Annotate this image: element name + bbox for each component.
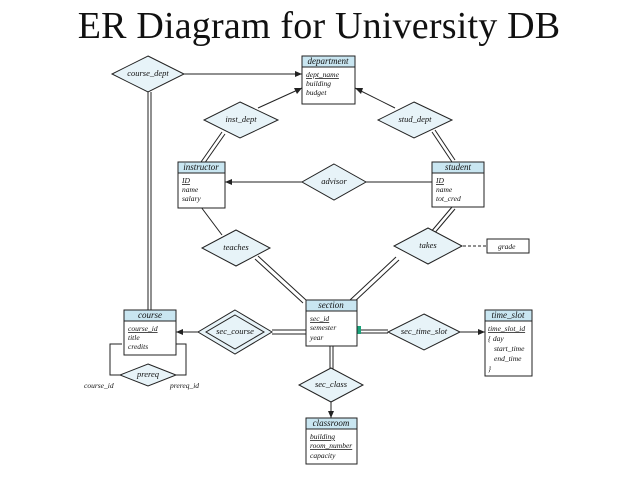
rel-takes: takes bbox=[392, 227, 464, 265]
page-title: ER Diagram for University DB bbox=[77, 5, 561, 47]
attr-title: title bbox=[128, 333, 140, 342]
arrowhead bbox=[176, 329, 183, 335]
attr-dept-name: dept_name bbox=[306, 70, 340, 79]
arrowhead bbox=[328, 411, 334, 418]
entity-student: student ID name tot_cred bbox=[431, 161, 485, 208]
attr-sec-id: sec_id bbox=[310, 314, 329, 323]
attr-instructor-id: ID bbox=[181, 176, 190, 185]
rel-course-dept-label: course_dept bbox=[127, 68, 169, 78]
marker-square bbox=[355, 326, 361, 334]
attr-capacity: capacity bbox=[310, 451, 336, 460]
line-inst-dept-instructor-1 bbox=[200, 131, 223, 163]
attr-start-time: start_time bbox=[494, 344, 525, 353]
line-takes-student-2 bbox=[432, 208, 456, 236]
attr-building: building bbox=[306, 79, 331, 88]
arrowhead bbox=[295, 71, 302, 77]
arrowhead bbox=[225, 179, 232, 185]
attribute-grade: grade bbox=[486, 238, 530, 254]
line-teaches-section-1 bbox=[257, 255, 307, 301]
line-takes-section-2 bbox=[352, 259, 400, 304]
arrowhead bbox=[478, 329, 485, 335]
rel-stud-dept: stud_dept bbox=[376, 101, 454, 139]
rel-sec-course: sec_course bbox=[197, 309, 273, 355]
entity-student-title: student bbox=[445, 162, 471, 172]
line-inst-dept-instructor-2 bbox=[203, 133, 226, 165]
rel-sec-class: sec_class bbox=[297, 367, 365, 403]
arrowhead bbox=[294, 88, 302, 94]
attr-student-id: ID bbox=[435, 176, 444, 185]
arrowhead bbox=[355, 88, 363, 94]
role-label-course-id: course_id bbox=[84, 381, 114, 390]
attr-semester: semester bbox=[310, 323, 336, 332]
entity-course: course course_id title credits bbox=[123, 309, 177, 356]
entity-course-title: course bbox=[138, 310, 162, 320]
rel-stud-dept-label: stud_dept bbox=[398, 114, 432, 124]
attr-year: year bbox=[309, 333, 323, 342]
rel-prereq-label: prereq bbox=[136, 369, 160, 379]
line-teaches-instructor bbox=[200, 206, 223, 236]
rel-sec-time-slot-label: sec_time_slot bbox=[401, 326, 448, 336]
attr-instructor-name: name bbox=[182, 185, 199, 194]
attr-day: { day bbox=[488, 334, 504, 343]
entity-instructor-title: instructor bbox=[183, 162, 219, 172]
entity-time-slot: time_slot time_slot_id { day start_time … bbox=[484, 309, 533, 377]
entity-section: section sec_id semester year bbox=[305, 299, 358, 347]
attr-time-slot-id: time_slot_id bbox=[488, 324, 525, 333]
rel-sec-class-label: sec_class bbox=[315, 379, 348, 389]
attr-brace-close: } bbox=[488, 364, 491, 373]
line-stud-dept-student-2 bbox=[434, 129, 456, 161]
entity-department-title: department bbox=[308, 56, 349, 66]
rel-teaches-label: teaches bbox=[223, 242, 249, 252]
line-takes-student-1 bbox=[429, 206, 453, 234]
attr-tot-cred: tot_cred bbox=[436, 194, 461, 203]
attr-room-number: room_number bbox=[310, 441, 352, 450]
attr-student-name: name bbox=[436, 185, 453, 194]
role-label-prereq-id: prereq_id bbox=[169, 381, 199, 390]
rel-advisor-label: advisor bbox=[321, 176, 347, 186]
entity-classroom: classroom building room_number capacity bbox=[305, 417, 358, 465]
line-takes-section-1 bbox=[349, 256, 397, 301]
attr-budget: budget bbox=[306, 88, 327, 97]
rel-inst-dept: inst_dept bbox=[202, 101, 280, 139]
rel-takes-label: takes bbox=[419, 240, 437, 250]
rel-advisor: advisor bbox=[300, 163, 368, 201]
entity-department: department dept_name building budget bbox=[301, 55, 356, 105]
entity-section-title: section bbox=[318, 300, 344, 310]
rel-prereq: prereq bbox=[118, 363, 178, 387]
line-prereq-right bbox=[169, 343, 187, 376]
line-inst-dept-department bbox=[257, 87, 303, 109]
rel-sec-course-label: sec_course bbox=[216, 326, 254, 336]
attr-course-id: course_id bbox=[128, 324, 158, 333]
line-stud-dept-student-1 bbox=[431, 131, 453, 163]
attr-credits: credits bbox=[128, 342, 148, 351]
line-teaches-section-2 bbox=[254, 258, 304, 304]
rel-sec-time-slot: sec_time_slot bbox=[386, 313, 462, 351]
attr-grade: grade bbox=[498, 242, 516, 251]
rel-teaches: teaches bbox=[200, 229, 272, 267]
attr-end-time: end_time bbox=[494, 354, 522, 363]
line-prereq-left bbox=[109, 343, 122, 376]
attr-classroom-building: building bbox=[310, 432, 335, 441]
entity-instructor: instructor ID name salary bbox=[177, 161, 226, 209]
entity-time-slot-title: time_slot bbox=[492, 310, 525, 320]
attr-instructor-salary: salary bbox=[182, 194, 201, 203]
entity-classroom-title: classroom bbox=[313, 418, 350, 428]
rel-inst-dept-label: inst_dept bbox=[225, 114, 257, 124]
rel-course-dept: course_dept bbox=[110, 55, 186, 93]
